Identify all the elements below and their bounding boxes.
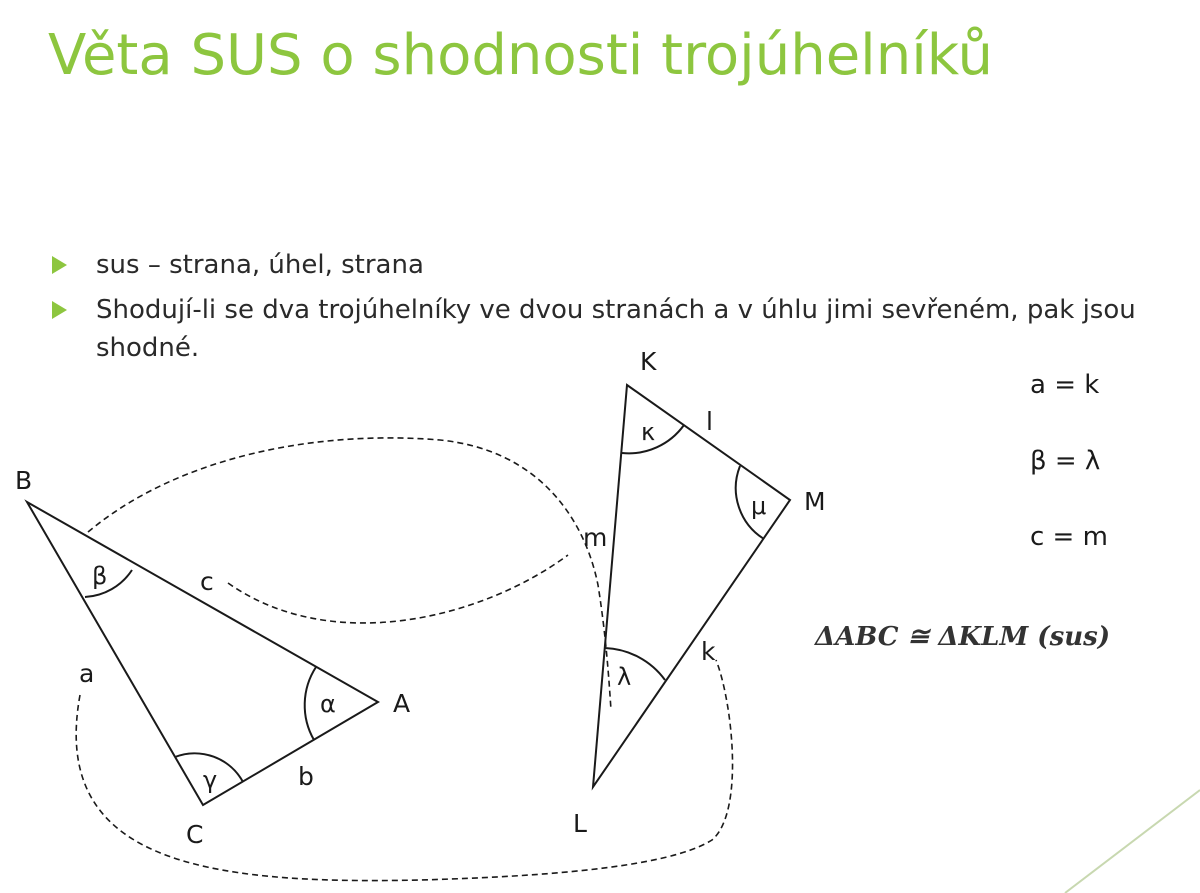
vertex-a-label: A — [393, 689, 410, 718]
angle-kappa-arc — [621, 424, 685, 455]
triangle-abc: B A C c a b β α γ — [15, 466, 410, 849]
vertex-b-label: B — [15, 466, 32, 495]
bullet-item: sus – strana, úhel, strana — [48, 246, 1188, 284]
angle-gamma-label: γ — [203, 766, 217, 794]
triangle-bullet-icon — [52, 256, 67, 274]
bullet-list: sus – strana, úhel, strana Shodují-li se… — [48, 246, 1188, 367]
vertex-c-label: C — [186, 820, 203, 849]
triangle-klm: K M L l m k κ μ λ — [573, 347, 826, 838]
angle-lambda-label: λ — [617, 663, 631, 691]
angle-mu-arc — [734, 465, 765, 540]
angle-gamma-arc — [174, 752, 244, 783]
side-c-label: c — [200, 567, 214, 596]
bullet-text: Shodují-li se dva trojúhelníky ve dvou s… — [96, 295, 1136, 363]
link-beta-lambda — [87, 437, 612, 711]
angle-alpha-label: α — [320, 690, 336, 718]
triangle-abc-outline — [24, 499, 380, 807]
vertex-m-label: M — [804, 487, 826, 516]
bullet-text: sus – strana, úhel, strana — [96, 250, 424, 280]
equality-a-k: a = k — [1030, 370, 1100, 400]
correspondence-links — [75, 437, 734, 882]
vertex-k-label: K — [640, 347, 657, 376]
link-a-k — [75, 659, 734, 882]
angle-lambda-arc — [604, 647, 666, 681]
triangle-klm-outline — [591, 383, 792, 791]
side-k-label: k — [701, 637, 716, 666]
equality-c-m: c = m — [1030, 522, 1108, 552]
corner-decoration — [1064, 789, 1200, 893]
angle-beta-arc — [84, 569, 133, 598]
angle-beta-label: β — [92, 562, 107, 590]
equality-beta-lambda: β = λ — [1030, 446, 1101, 476]
congruence-statement: ΔABC ≅ ΔKLM (sus) — [815, 622, 1111, 652]
bullet-item: Shodují-li se dva trojúhelníky ve dvou s… — [48, 291, 1188, 367]
angle-kappa-label: κ — [641, 418, 655, 446]
slide-title: Věta SUS o shodnosti trojúhelníků — [48, 23, 993, 88]
vertex-l-label: L — [573, 809, 587, 838]
side-l-label: l — [706, 407, 713, 436]
angle-alpha-arc — [303, 666, 317, 741]
triangle-bullet-icon — [52, 301, 67, 319]
link-c-m — [227, 554, 569, 624]
side-a-label: a — [79, 659, 94, 688]
side-b-label: b — [298, 762, 314, 791]
angle-mu-label: μ — [751, 492, 766, 520]
